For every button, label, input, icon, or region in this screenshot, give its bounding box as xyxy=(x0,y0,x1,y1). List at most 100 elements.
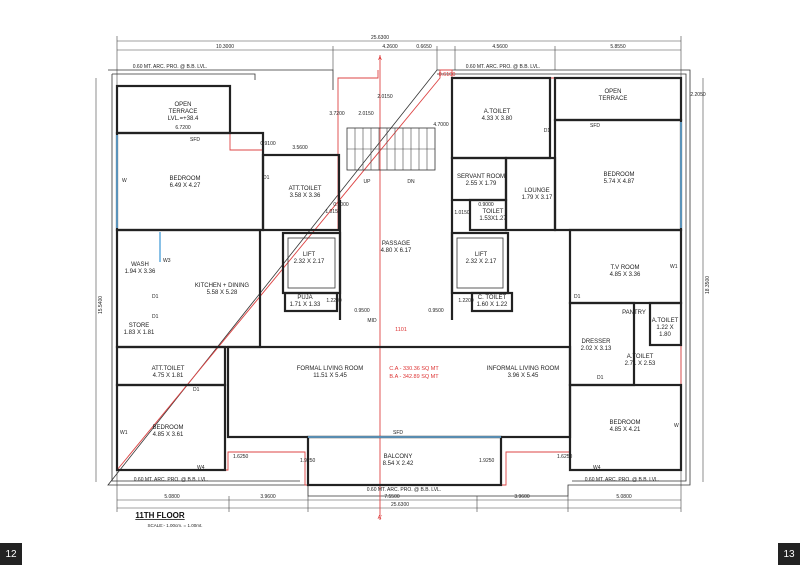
room-lift-left-dims: 2.32 X 2.17 xyxy=(294,259,325,265)
room-dresser: DRESSER xyxy=(581,339,611,345)
room-passage-dims: 4.80 X 6.17 xyxy=(381,248,412,254)
stair-up: UP xyxy=(364,179,372,185)
window-w3: W3 xyxy=(163,258,171,264)
room-bedroom-3: BEDROOM xyxy=(152,425,183,431)
room-tv: T.V ROOM xyxy=(610,265,639,271)
walls xyxy=(115,76,683,487)
window-w1-bed3: W1 xyxy=(120,430,128,436)
dim-top-left: 10.3000 xyxy=(216,44,234,50)
room-a-toilet-small-dims2: 1.80 xyxy=(659,332,671,338)
page-number-left: 12 xyxy=(0,543,22,565)
staircase xyxy=(346,127,436,171)
room-att-toilet-2-dims: 4.75 X 1.81 xyxy=(153,373,184,379)
room-open-terrace-left-lvl: LVL.=+38.4 xyxy=(168,116,199,122)
dim-2015a: 2.0150 xyxy=(358,111,374,117)
dim-top-right: 5.8550 xyxy=(610,44,626,50)
room-balcony: BALCONY xyxy=(384,454,413,460)
room-a-toilet-mid: A.TOILET xyxy=(627,354,654,360)
stair-dn: DN xyxy=(407,179,415,185)
room-bedroom-2-dims: 5.74 X 4.87 xyxy=(604,179,635,185)
dim-0910: 0.9100 xyxy=(260,141,276,147)
dim-3720: 3.7200 xyxy=(329,111,345,117)
room-lift-right: LIFT xyxy=(475,252,488,258)
room-wash: WASH xyxy=(131,262,149,268)
dim-bottom-right: 5.0800 xyxy=(616,494,632,500)
room-bedroom-1: BEDROOM xyxy=(169,176,200,182)
dim-overall-top: 25.6300 xyxy=(371,35,389,41)
dim-left-height: 15.5400 xyxy=(98,296,104,314)
dim-1015a: 1.0150 xyxy=(325,209,341,215)
window-w4-right: W4 xyxy=(593,465,601,471)
dim-1925a: 1.9250 xyxy=(300,458,316,464)
room-lift-left: LIFT xyxy=(303,252,316,258)
drawing-title: 11TH FLOOR xyxy=(135,511,185,520)
dim-0610: 0.6100 xyxy=(439,72,456,78)
door-d1-bed1: D1 xyxy=(263,175,270,181)
dim-top-c1: 4.2600 xyxy=(382,44,398,50)
room-bedroom-4: BEDROOM xyxy=(609,420,640,426)
carpet-area: C.A - 330.36 SQ MT xyxy=(389,366,439,372)
window-w4-left: W4 xyxy=(197,465,205,471)
dim-1925b: 1.9250 xyxy=(479,458,495,464)
window-w1-tv: W1 xyxy=(670,264,678,270)
room-a-toilet-mid-dims: 2.71 X 2.53 xyxy=(625,361,656,367)
sfd-right: SFD xyxy=(590,123,600,129)
room-att-toilet-2: ATT.TOILET xyxy=(152,366,185,372)
page-number-right: 13 xyxy=(778,543,800,565)
room-bedroom-3-dims: 4.85 X 3.61 xyxy=(153,432,184,438)
room-puja-dims: 1.71 X 1.33 xyxy=(290,302,321,308)
room-att-toilet-1: ATT.TOILET xyxy=(289,186,322,192)
section-mark-bottom: A' xyxy=(378,515,383,521)
projection-outline xyxy=(107,69,691,497)
dim-2015b: 2.0150 xyxy=(377,94,393,100)
dim-1220a: 1.2200 xyxy=(326,298,342,304)
dim-0950b: 0.9500 xyxy=(428,308,444,314)
room-att-toilet-1-dims: 3.58 X 3.36 xyxy=(290,193,321,199)
dim-1625b: 1.6250 xyxy=(557,454,573,460)
room-c-toilet-dims: 1.60 X 1.22 xyxy=(477,302,508,308)
dim-1015b: 1.0150 xyxy=(454,210,470,216)
dim-overall-bottom: 25.6300 xyxy=(391,502,409,508)
dim-3560: 3.5600 xyxy=(292,145,308,151)
sfd-balcony: SFD xyxy=(393,430,403,436)
room-informal-living-dims: 3.96 X 5.45 xyxy=(508,373,539,379)
unit-number: 1101 xyxy=(395,327,407,333)
door-d1-wash: D1 xyxy=(152,294,159,300)
room-formal-living-dims: 11.51 X 5.45 xyxy=(313,373,347,379)
room-puja: PUJA xyxy=(297,295,312,301)
dim-top-c3: 4.5600 xyxy=(492,44,508,50)
dim-4700: 4.7000 xyxy=(433,122,449,128)
dim-6000: 0.9000 xyxy=(333,202,349,208)
sfd-left: SFD xyxy=(190,137,200,143)
windows xyxy=(116,122,682,438)
room-servant: SERVANT ROOM xyxy=(457,174,505,180)
dim-1220b: 1.2200 xyxy=(458,298,474,304)
dim-1625a: 1.6250 xyxy=(233,454,249,460)
room-toilet: TOILET xyxy=(483,209,504,215)
room-bedroom-2: BEDROOM xyxy=(603,172,634,178)
room-kitchen-dims: 5.58 X 5.28 xyxy=(207,290,238,296)
room-lounge-dims: 1.79 X 3.17 xyxy=(522,195,553,201)
arc-pro-bottom-right: 0.60 MT. ARC. PRO. @ B.B. LVL. xyxy=(585,477,659,483)
arc-pro-bottom-left: 0.60 MT. ARC. PRO. @ B.B. LVL. xyxy=(134,477,208,483)
room-a-toilet-top-dims: 4.33 X 3.80 xyxy=(482,116,513,122)
room-open-terrace-right: OPEN xyxy=(604,89,621,95)
room-a-toilet-small: A.TOILET xyxy=(652,318,679,324)
drawing-scale: SCALE:- 1.00cm. = 1.00mt. xyxy=(148,523,203,528)
dim-0900b: 0.9000 xyxy=(478,202,494,208)
room-passage: PASSAGE xyxy=(382,241,410,247)
room-store-dims: 1.83 X 1.81 xyxy=(124,330,155,336)
section-mark-top: A xyxy=(378,56,382,62)
room-open-terrace-right-2: TERRACE xyxy=(599,96,628,102)
arc-pro-bottom-mid: 0.60 MT. ARC. PRO. @ B.B. LVL. xyxy=(367,487,441,493)
room-dresser-dims: 2.02 X 3.13 xyxy=(581,346,612,352)
room-open-terrace-left-2: TERRACE xyxy=(169,109,198,115)
dim-bottom-c2: 3.9600 xyxy=(514,494,530,500)
room-servant-dims: 2.55 X 1.79 xyxy=(466,181,497,187)
door-d1-store: D1 xyxy=(152,314,159,320)
lift-shafts xyxy=(287,237,504,289)
dim-0950a: 0.9500 xyxy=(354,308,370,314)
dim-bottom-mid: 7.5500 xyxy=(384,494,400,500)
builtup-area: B.A - 342.89 SQ MT xyxy=(389,374,439,380)
room-a-toilet-top: A.TOILET xyxy=(484,109,511,115)
